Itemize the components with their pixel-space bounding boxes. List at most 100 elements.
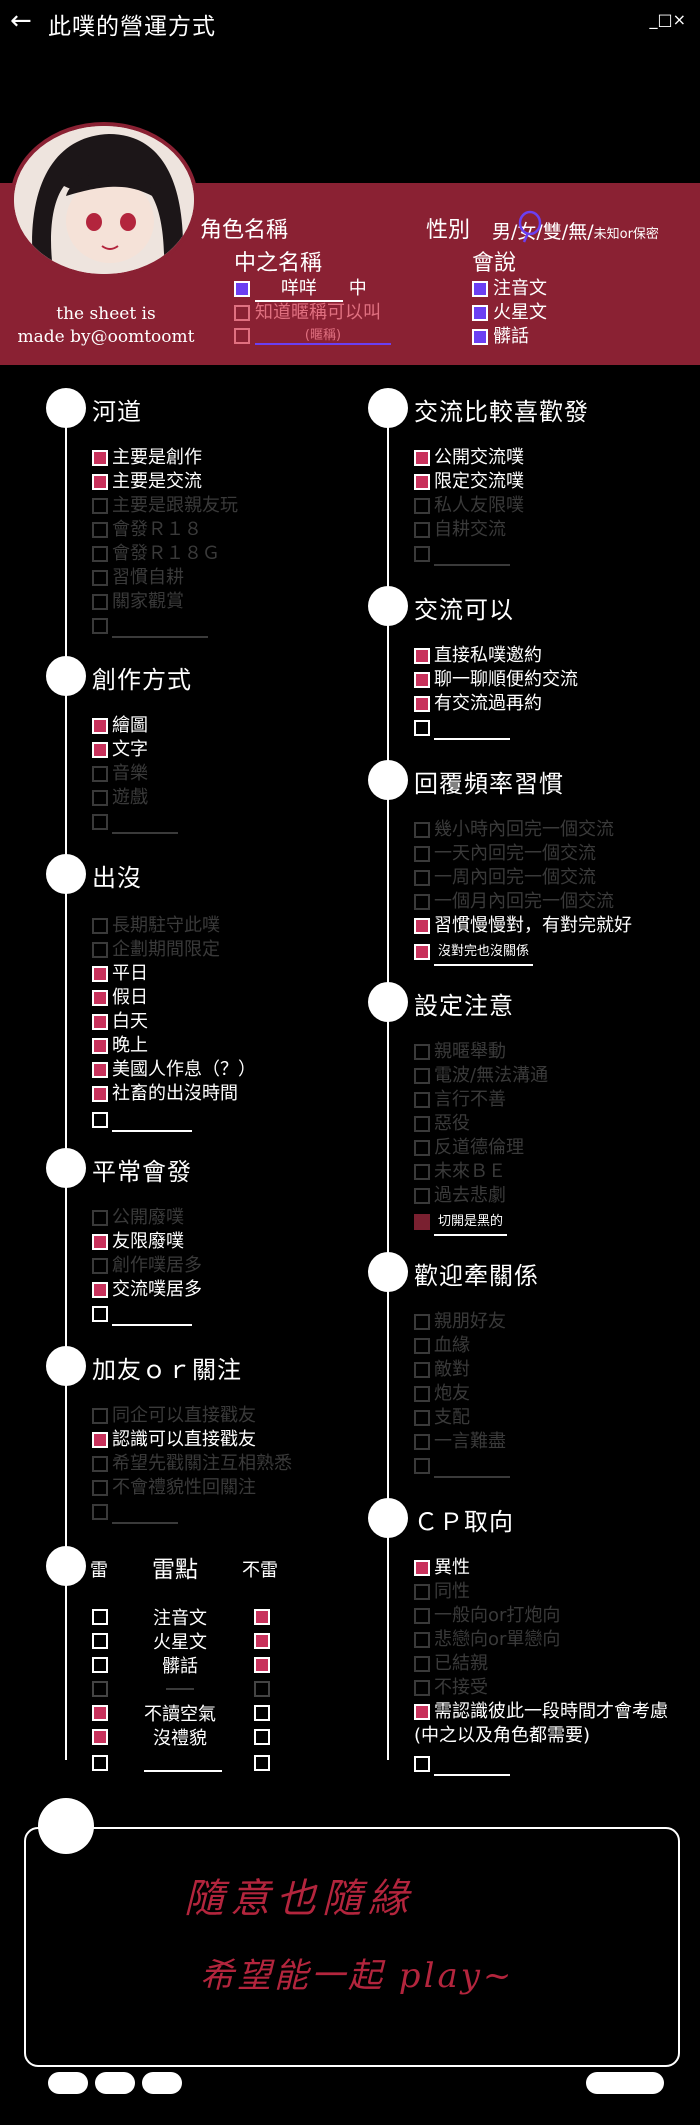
option-item[interactable]: 已結親 xyxy=(414,1652,488,1676)
option-checkbox[interactable] xyxy=(414,1314,430,1330)
option-checkbox[interactable] xyxy=(414,943,430,960)
option-checkbox[interactable] xyxy=(414,1632,430,1648)
option-item[interactable]: 直接私噗邀約 xyxy=(414,644,542,668)
bottom-tab-button[interactable] xyxy=(48,2072,88,2094)
option-item[interactable]: 企劃期間限定 xyxy=(92,938,220,962)
option-item[interactable]: 需認識彼此一段時間才會考慮 xyxy=(414,1700,668,1724)
option-checkbox[interactable] xyxy=(92,498,108,514)
option-item[interactable]: 繪圖 xyxy=(92,714,148,738)
option-checkbox[interactable] xyxy=(414,846,430,862)
option-item[interactable]: 晚上 xyxy=(92,1034,148,1058)
option-item[interactable]: 音樂 xyxy=(92,762,148,786)
option-checkbox[interactable] xyxy=(92,1282,108,1298)
option-item[interactable]: 會發Ｒ１８Ｇ xyxy=(92,542,220,566)
thunder-right-checkbox[interactable] xyxy=(254,1702,275,1721)
bottom-tab-button[interactable] xyxy=(95,2072,135,2094)
option-item[interactable]: 友限廢噗 xyxy=(92,1230,184,1254)
option-checkbox[interactable] xyxy=(414,1362,430,1378)
lang-option[interactable]: 注音文 xyxy=(472,274,547,300)
blank-field[interactable] xyxy=(112,1306,192,1326)
option-checkbox[interactable] xyxy=(92,1038,108,1054)
option-checkbox[interactable] xyxy=(414,894,430,910)
option-item[interactable]: 創作噗居多 xyxy=(92,1254,202,1278)
option-item[interactable]: 親朋好友 xyxy=(414,1310,506,1334)
option-item[interactable]: 文字 xyxy=(92,738,148,762)
thunder-right-checkbox[interactable] xyxy=(254,1606,275,1625)
option-checkbox[interactable] xyxy=(92,966,108,982)
thunder-left-checkbox[interactable] xyxy=(92,1752,113,1771)
option-checkbox[interactable] xyxy=(92,1504,108,1520)
option-checkbox[interactable] xyxy=(92,570,108,586)
cn-option-1[interactable]: 咩咩 中 xyxy=(234,274,367,302)
option-checkbox[interactable] xyxy=(414,1704,430,1720)
option-item[interactable]: 反道德倫理 xyxy=(414,1136,524,1160)
option-item[interactable]: 限定交流噗 xyxy=(414,470,524,494)
lang-option[interactable]: 髒話 xyxy=(472,322,529,348)
option-checkbox[interactable] xyxy=(92,1014,108,1030)
thunder-left-checkbox[interactable] xyxy=(92,1726,113,1745)
option-item[interactable]: 交流噗居多 xyxy=(92,1278,202,1302)
option-checkbox[interactable] xyxy=(414,474,430,490)
option-checkbox[interactable] xyxy=(92,718,108,734)
option-item[interactable]: 平日 xyxy=(92,962,148,986)
option-item[interactable]: 自耕交流 xyxy=(414,518,506,542)
option-blank[interactable] xyxy=(92,1500,178,1524)
option-item[interactable]: 敵對 xyxy=(414,1358,470,1382)
cn-option-2-checkbox[interactable] xyxy=(234,305,250,321)
option-checkbox[interactable] xyxy=(92,474,108,490)
lang-checkbox[interactable] xyxy=(472,281,488,297)
option-checkbox[interactable] xyxy=(92,1112,108,1128)
option-blank[interactable] xyxy=(92,1108,192,1132)
option-checkbox[interactable] xyxy=(414,822,430,838)
option-item[interactable]: 私人友限噗 xyxy=(414,494,524,518)
blank-field[interactable] xyxy=(434,1458,510,1478)
option-item[interactable]: 沒對完也沒關係 xyxy=(414,940,534,966)
thunder-left-checkbox[interactable] xyxy=(92,1654,113,1673)
option-checkbox[interactable] xyxy=(92,1234,108,1250)
lang-option[interactable]: 火星文 xyxy=(472,298,547,324)
option-blank[interactable] xyxy=(414,1454,510,1478)
free-note-box[interactable] xyxy=(24,1827,680,2067)
option-item[interactable]: 電波/無法溝通 xyxy=(414,1064,548,1088)
option-checkbox[interactable] xyxy=(92,942,108,958)
option-checkbox[interactable] xyxy=(92,742,108,758)
option-blank[interactable] xyxy=(92,810,178,834)
option-item[interactable]: 公開廢噗 xyxy=(92,1206,184,1230)
bottom-tab-button[interactable] xyxy=(142,2072,182,2094)
option-item[interactable]: 一般向or打炮向 xyxy=(414,1604,560,1628)
option-checkbox[interactable] xyxy=(92,1258,108,1274)
option-item[interactable]: 有交流過再約 xyxy=(414,692,542,716)
option-item[interactable]: 幾小時內回完一個交流 xyxy=(414,818,614,842)
option-item[interactable]: 不會禮貌性回關注 xyxy=(92,1476,256,1500)
option-checkbox[interactable] xyxy=(92,618,108,634)
option-checkbox[interactable] xyxy=(92,1456,108,1472)
thunder-left-checkbox[interactable] xyxy=(92,1678,113,1697)
option-checkbox[interactable] xyxy=(92,450,108,466)
option-checkbox[interactable] xyxy=(92,594,108,610)
blank-field[interactable] xyxy=(434,720,510,740)
blank-field[interactable] xyxy=(112,1112,192,1132)
option-checkbox[interactable] xyxy=(92,1432,108,1448)
option-item[interactable]: 切開是黑的 xyxy=(414,1210,508,1236)
option-item[interactable]: 習慣自耕 xyxy=(92,566,184,590)
option-item[interactable]: 血緣 xyxy=(414,1334,470,1358)
option-item[interactable]: 長期駐守此噗 xyxy=(92,914,220,938)
option-checkbox[interactable] xyxy=(414,1386,430,1402)
option-blank[interactable] xyxy=(92,1302,192,1326)
option-checkbox[interactable] xyxy=(414,696,430,712)
cn-option-3-checkbox[interactable] xyxy=(234,327,250,344)
option-item[interactable]: 一言難盡 xyxy=(414,1430,506,1454)
option-checkbox[interactable] xyxy=(414,1338,430,1354)
option-checkbox[interactable] xyxy=(92,790,108,806)
option-checkbox[interactable] xyxy=(414,720,430,736)
option-checkbox[interactable] xyxy=(414,498,430,514)
option-checkbox[interactable] xyxy=(414,1188,430,1204)
option-checkbox[interactable] xyxy=(414,1434,430,1450)
option-blank[interactable] xyxy=(92,614,208,638)
blank-field[interactable] xyxy=(112,1504,178,1524)
back-arrow-icon[interactable]: ← xyxy=(10,6,32,36)
option-checkbox[interactable] xyxy=(414,870,430,886)
option-item[interactable]: 聊一聊順便約交流 xyxy=(414,668,578,692)
thunder-row-blank[interactable] xyxy=(166,1688,194,1690)
option-checkbox[interactable] xyxy=(414,1584,430,1600)
